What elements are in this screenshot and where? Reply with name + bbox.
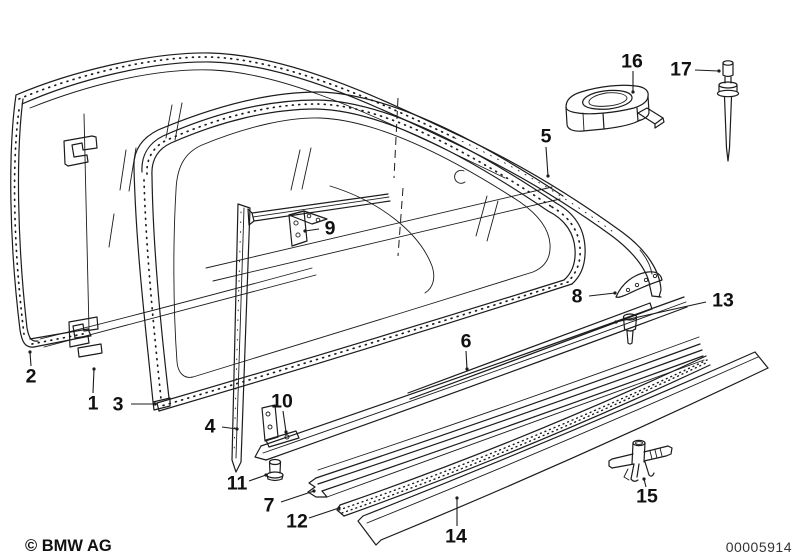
leader-line — [588, 292, 616, 297]
leader-dot — [642, 477, 646, 481]
leader-dot — [717, 69, 721, 73]
callout-14[interactable]: 14 — [445, 496, 467, 548]
leader-line — [221, 426, 238, 430]
bracket-8 — [615, 271, 663, 298]
leader-line — [694, 69, 720, 72]
leader-dot — [284, 430, 288, 434]
rivet-11 — [266, 458, 284, 482]
callout-label-10[interactable]: 10 — [271, 391, 293, 413]
callout-9[interactable]: 9 — [303, 218, 336, 240]
callout-15[interactable]: 15 — [636, 477, 658, 508]
leader-line — [615, 301, 707, 323]
leader-dot — [235, 427, 239, 431]
callout-16[interactable]: 16 — [621, 51, 643, 94]
callout-label-17[interactable]: 17 — [670, 59, 692, 81]
door-body-lines — [165, 97, 561, 282]
callout-label-8[interactable]: 8 — [572, 286, 583, 308]
callout-11[interactable]: 11 — [227, 473, 268, 495]
leader-dot — [546, 174, 550, 178]
callout-4[interactable]: 4 — [205, 416, 239, 438]
callout-label-11[interactable]: 11 — [227, 473, 248, 495]
clamp-16 — [565, 84, 665, 132]
leader-line — [29, 351, 32, 367]
callout-label-2[interactable]: 2 — [26, 366, 37, 388]
leader-line — [465, 350, 468, 370]
leader-dot — [312, 489, 316, 493]
callout-label-16[interactable]: 16 — [621, 51, 643, 73]
callout-7[interactable]: 7 — [264, 489, 316, 517]
callout-10[interactable]: 10 — [271, 391, 293, 434]
strip-7 — [307, 336, 705, 498]
callout-label-1[interactable]: 1 — [88, 393, 99, 415]
bracket-9 — [288, 210, 328, 247]
leader-line — [308, 507, 340, 519]
divider-strip — [247, 193, 391, 226]
pin-17 — [716, 60, 740, 162]
callout-12[interactable]: 12 — [286, 506, 341, 533]
leader-dot — [631, 90, 635, 94]
leader-line — [92, 368, 95, 394]
callout-label-5[interactable]: 5 — [541, 126, 552, 148]
bracket-10 — [261, 404, 300, 448]
leader-line — [248, 474, 267, 482]
leader-dot — [455, 496, 459, 500]
glass-clips — [63, 135, 103, 358]
leader-dot — [303, 229, 307, 233]
callout-label-7[interactable]: 7 — [264, 495, 275, 517]
window-opening-line — [173, 117, 551, 378]
callout-5[interactable]: 5 — [541, 126, 552, 178]
callout-label-15[interactable]: 15 — [636, 486, 658, 508]
leader-dot — [337, 506, 341, 510]
pillar-strip — [231, 203, 251, 473]
leader-dot — [613, 291, 617, 295]
leader-line — [282, 410, 287, 433]
callout-1[interactable]: 1 — [88, 367, 99, 415]
leader-dot — [614, 320, 618, 324]
callout-3[interactable]: 3 — [113, 394, 157, 416]
callout-8[interactable]: 8 — [572, 286, 617, 308]
callout-label-12[interactable]: 12 — [286, 511, 308, 533]
callout-2[interactable]: 2 — [26, 350, 37, 388]
callout-label-6[interactable]: 6 — [461, 331, 472, 353]
clip-15 — [608, 439, 673, 482]
callout-label-13[interactable]: 13 — [712, 290, 734, 312]
callout-13[interactable]: 13 — [614, 290, 734, 324]
leader-line — [545, 146, 549, 177]
callout-label-3[interactable]: 3 — [113, 394, 124, 416]
callout-label-9[interactable]: 9 — [325, 218, 336, 240]
leader-dot — [465, 367, 469, 371]
door-glass — [10, 52, 662, 348]
leader-line — [304, 228, 320, 232]
leader-dot — [153, 402, 157, 406]
leader-dot — [92, 367, 96, 371]
leader-line — [280, 490, 315, 503]
callout-6[interactable]: 6 — [461, 331, 472, 371]
leader-dot — [28, 350, 32, 354]
callout-label-14[interactable]: 14 — [445, 526, 467, 548]
callout-label-4[interactable]: 4 — [205, 416, 216, 438]
leader-dot — [264, 473, 268, 477]
callout-17[interactable]: 17 — [670, 59, 721, 81]
image-number: 00005914 — [726, 539, 792, 555]
strip-14 — [357, 351, 769, 546]
window-frame-seal — [133, 103, 586, 412]
copyright-text: © BMW AG — [25, 537, 112, 555]
